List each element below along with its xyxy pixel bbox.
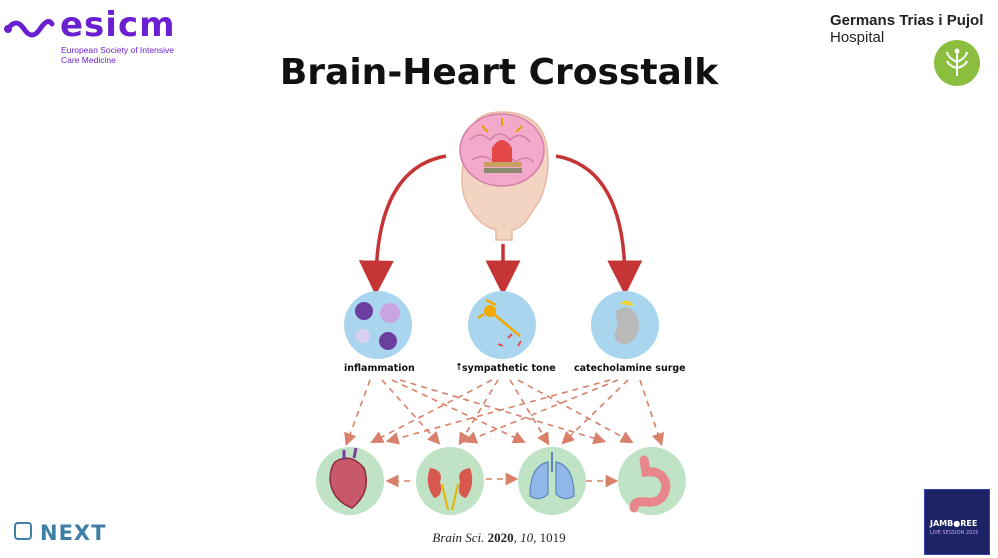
inflammation-label: inflammation <box>344 363 415 374</box>
jamboree-label: JAMB●REE <box>930 519 978 528</box>
brain-to-catecholamine-arrow <box>555 154 643 296</box>
brain-head-icon <box>459 111 549 241</box>
esicm-logo-icon <box>4 18 55 38</box>
jamboree-logo <box>924 489 990 555</box>
jamboree-sub: LIVE SESSION 2025 <box>930 530 979 536</box>
lungs-icon <box>518 447 586 515</box>
society-subtitle: European Society of Intensive Care Medic… <box>61 45 174 65</box>
inflammation-cells-icon <box>344 291 412 359</box>
kidneys-icon <box>416 447 484 515</box>
dashed-connections <box>344 379 665 488</box>
citation-year: 2020 <box>487 530 514 545</box>
citation-journal: Brain Sci. <box>432 530 485 545</box>
heart-icon <box>316 447 384 515</box>
society-name: esicm <box>60 5 176 45</box>
citation-pages: 1019 <box>539 530 566 545</box>
next-label: NEXT <box>40 521 107 545</box>
hospital-subtitle: Hospital <box>830 29 885 46</box>
sympathetic-neuron-icon <box>468 291 536 359</box>
hospital-logo-icon <box>934 40 980 86</box>
next-logo-icon <box>14 522 32 540</box>
stomach-icon <box>618 447 686 515</box>
brain-to-inflammation-arrow <box>358 154 447 296</box>
hospital-name: Germans Trias i Pujol <box>830 12 984 29</box>
sympathetic-tone-label: sympathetic tone <box>462 363 556 374</box>
up-arrow-icon: ↑ <box>455 362 463 373</box>
adrenal-kidney-icon <box>591 291 659 359</box>
citation: Brain Sci. 2020, 10, 1019 <box>432 530 566 545</box>
catecholamine-surge-label: catecholamine surge <box>574 363 686 374</box>
page-title: Brain-Heart Crosstalk <box>279 52 719 93</box>
citation-volume: 10 <box>520 530 534 545</box>
